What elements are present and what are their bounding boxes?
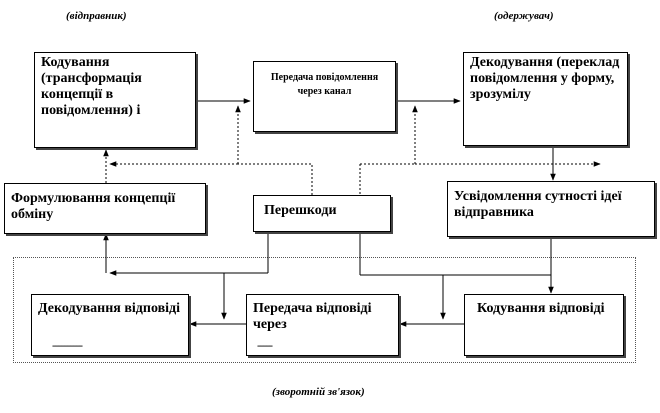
reply-encoding-label: Кодування відповіді — [477, 301, 605, 316]
receiver-caption: (одержувач) — [494, 10, 554, 22]
noise-box: Перешкоди — [253, 195, 391, 232]
reply-transmission-box: Передача відповіді через ----- — [246, 294, 399, 356]
encoding-box: Кодування (трансформація концепції в пов… — [34, 52, 196, 148]
transmission-label: Передача повідомлення через канал — [270, 72, 379, 97]
transmission-box: Передача повідомлення через канал — [253, 61, 396, 132]
reply-encoding-box: Кодування відповіді — [464, 294, 624, 356]
decoding-box: Декодування (переклад повідомлення у фор… — [463, 52, 628, 146]
reply-decoding-trailing-marks: ---------- — [52, 338, 83, 352]
decoding-label: Декодування (переклад повідомлення у фор… — [470, 55, 620, 103]
noise-interference-lines — [109, 105, 601, 195]
reply-decoding-label: Декодування відповіді — [38, 301, 181, 316]
noise-label: Перешкоди — [264, 203, 337, 218]
awareness-label: Усвідомлення сутності ідеї відправника — [454, 189, 622, 221]
feedback-caption: (зворотній зв'язок) — [272, 386, 365, 398]
encoding-label: Кодування (трансформація концепції в пов… — [41, 55, 142, 119]
reply-transmission-trailing-marks: ----- — [257, 338, 273, 352]
formulation-box: Формулювання концепції обміну — [4, 183, 206, 234]
feedback-region — [13, 257, 636, 363]
formulation-label: Формулювання концепції обміну — [11, 191, 176, 223]
reply-transmission-label: Передача відповіді через — [253, 301, 372, 333]
feedback-loop-lines — [103, 232, 554, 327]
sender-caption: (відправник) — [66, 10, 127, 22]
reply-decoding-box: Декодування відповіді ---------- — [31, 294, 189, 356]
awareness-box: Усвідомлення сутності ідеї відправника — [447, 181, 655, 237]
